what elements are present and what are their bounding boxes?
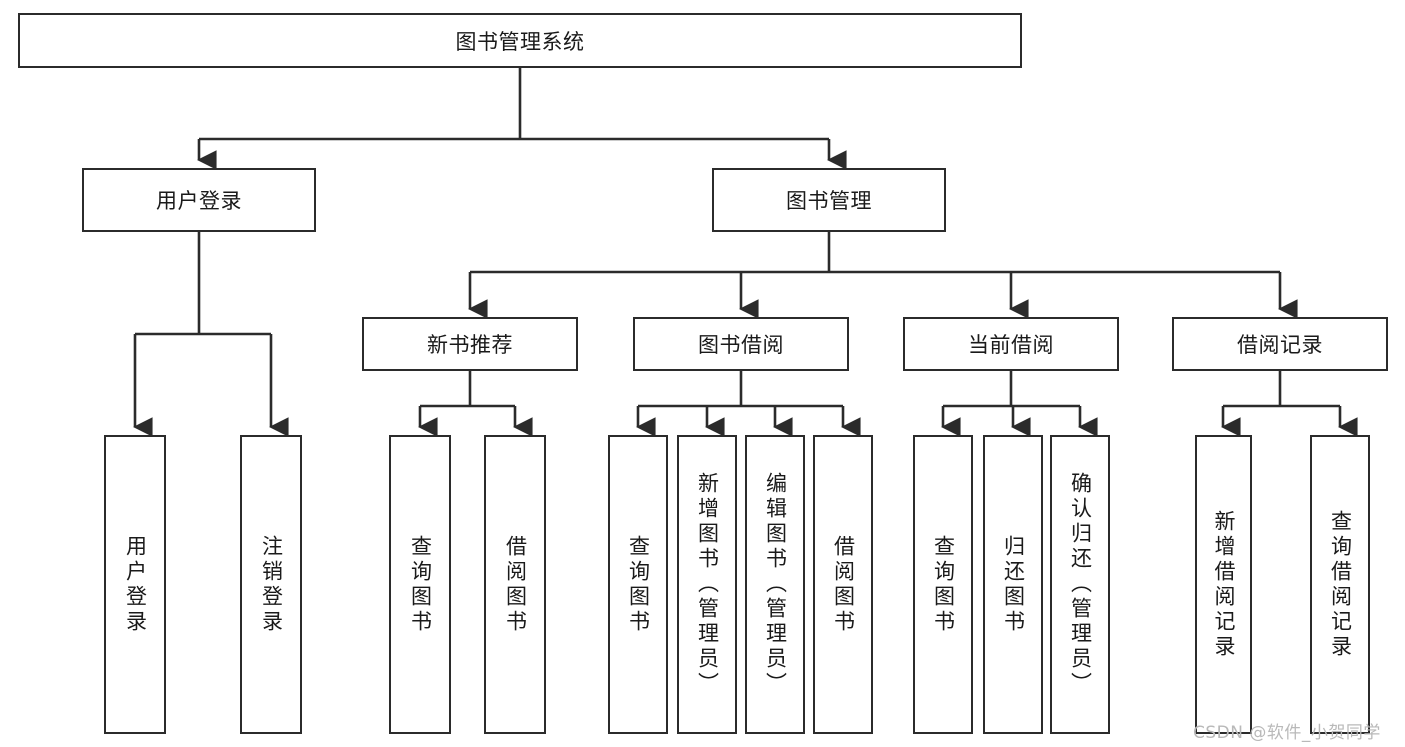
node-leaf-borrow-borrow-book-label: 借阅图书 [831,534,856,635]
node-user-login[interactable]: 用户登录 [82,168,316,232]
watermark: CSDN @软件_小贺同学 [1193,723,1381,743]
node-leaf-borrow-query-book-label: 查询图书 [626,534,651,635]
node-leaf-current-query-book[interactable]: 查询图书 [913,435,973,734]
node-root-label: 图书管理系统 [455,29,585,54]
node-leaf-borrow-edit-book[interactable]: 编辑图书（管理员） [745,435,805,734]
node-leaf-user-login[interactable]: 用户登录 [104,435,166,734]
node-leaf-record-query[interactable]: 查询借阅记录 [1310,435,1370,734]
node-book-borrow[interactable]: 图书借阅 [633,317,849,371]
node-leaf-recommend-borrow-book-label: 借阅图书 [503,534,528,635]
node-root[interactable]: 图书管理系统 [18,13,1022,68]
node-borrow-record-label: 借阅记录 [1237,333,1323,357]
node-leaf-record-query-label: 查询借阅记录 [1328,509,1353,660]
node-leaf-borrow-add-book[interactable]: 新增图书（管理员） [677,435,737,734]
node-book-management-label: 图书管理 [786,189,872,213]
node-current-borrow-label: 当前借阅 [968,333,1054,357]
node-new-book-recommend-label: 新书推荐 [427,333,513,357]
node-leaf-recommend-query-book[interactable]: 查询图书 [389,435,451,734]
node-leaf-current-return-book-label: 归还图书 [1001,534,1026,635]
node-borrow-record[interactable]: 借阅记录 [1172,317,1388,371]
node-leaf-borrow-edit-book-label: 编辑图书（管理员） [763,472,788,697]
node-new-book-recommend[interactable]: 新书推荐 [362,317,578,371]
node-leaf-user-logout[interactable]: 注销登录 [240,435,302,734]
node-leaf-current-query-book-label: 查询图书 [931,534,956,635]
node-user-login-label: 用户登录 [156,189,242,213]
node-leaf-current-confirm-return-label: 确认归还（管理员） [1068,472,1093,697]
node-book-management[interactable]: 图书管理 [712,168,946,232]
node-leaf-record-add-label: 新增借阅记录 [1212,509,1236,660]
node-book-borrow-label: 图书借阅 [698,333,784,357]
node-current-borrow[interactable]: 当前借阅 [903,317,1119,371]
node-leaf-borrow-query-book[interactable]: 查询图书 [608,435,668,734]
node-leaf-user-logout-label: 注销登录 [259,534,284,635]
node-leaf-borrow-borrow-book[interactable]: 借阅图书 [813,435,873,734]
node-leaf-recommend-borrow-book[interactable]: 借阅图书 [484,435,546,734]
node-leaf-borrow-add-book-label: 新增图书（管理员） [695,472,720,697]
node-leaf-recommend-query-book-label: 查询图书 [408,534,433,635]
node-leaf-current-confirm-return[interactable]: 确认归还（管理员） [1050,435,1110,734]
node-leaf-current-return-book[interactable]: 归还图书 [983,435,1043,734]
node-leaf-user-login-label: 用户登录 [123,534,148,635]
node-leaf-record-add[interactable]: 新增借阅记录 [1195,435,1252,734]
